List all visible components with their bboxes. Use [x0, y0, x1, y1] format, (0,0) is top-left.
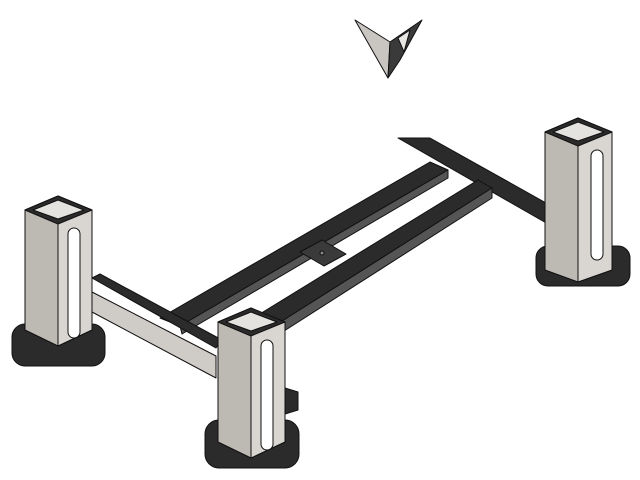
left-side-beam [91, 273, 223, 379]
front-bracket [284, 387, 299, 415]
center-connector-plate [299, 239, 347, 267]
leg-post-right [535, 117, 631, 287]
leg-post-front [204, 307, 300, 469]
view-triad-icon[interactable] [354, 19, 423, 79]
leg-post-left [11, 195, 106, 367]
